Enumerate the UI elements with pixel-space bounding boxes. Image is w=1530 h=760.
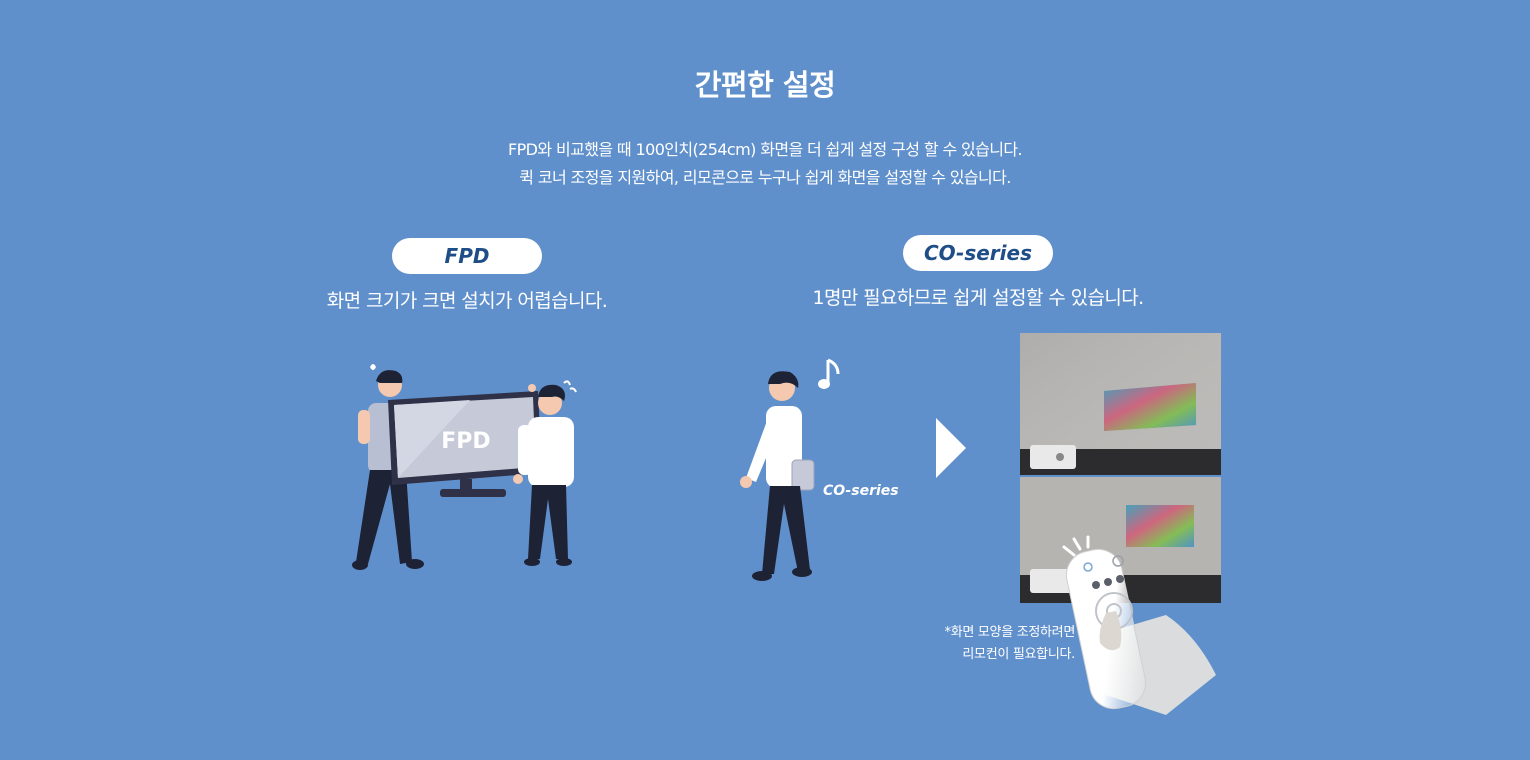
projection-photos	[1020, 333, 1221, 603]
section-title: 간편한 설정	[694, 68, 836, 102]
remote-note: *화면 모양을 조정하려면 리모컨이 필요합니다.	[900, 622, 1076, 666]
section-description: FPD와 비교했을 때 100인치(254cm) 화면을 더 쉽게 설정 구성 …	[0, 136, 1530, 192]
fpd-badge: FPD	[392, 238, 542, 274]
description-line-2: 퀵 코너 조정을 지원하여, 리모콘으로 누구나 쉽게 화면을 설정할 수 있습…	[519, 168, 1011, 187]
arrow-right-icon	[936, 418, 966, 478]
co-series-badge: CO-series	[903, 235, 1053, 271]
fpd-caption: 화면 크기가 크면 설치가 어렵습니다.	[326, 290, 608, 312]
co-series-caption: 1명만 필요하므로 쉽게 설정할 수 있습니다.	[812, 287, 1144, 309]
remote-control-in-hand-illustration	[1062, 535, 1216, 715]
remote-note-line-1: *화면 모양을 조정하려면	[944, 625, 1076, 640]
projection-photo-before	[1020, 333, 1221, 475]
person-carrying-projector-illustration	[740, 358, 840, 581]
music-note-icon	[818, 358, 840, 389]
co-series-device-label: CO-series	[823, 483, 899, 499]
remote-note-line-2: 리모컨이 필요합니다.	[962, 647, 1075, 662]
tv-screen-label: FPD	[441, 429, 490, 454]
description-line-1: FPD와 비교했을 때 100인치(254cm) 화면을 더 쉽게 설정 구성 …	[507, 140, 1023, 159]
two-people-carrying-tv-illustration: FPD	[352, 364, 577, 570]
